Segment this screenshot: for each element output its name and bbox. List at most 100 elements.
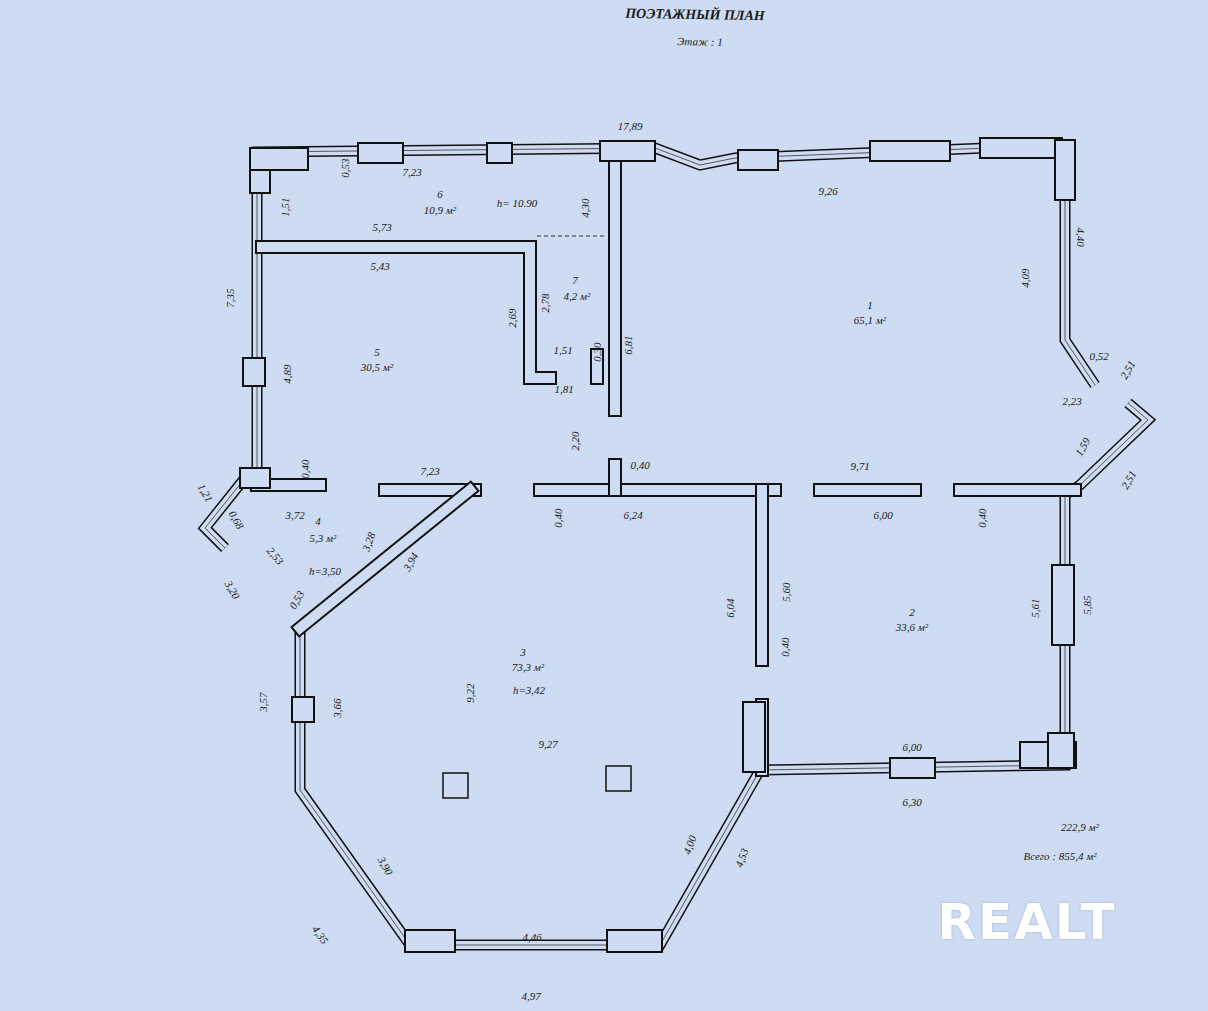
dimension-label: 3,20	[222, 579, 241, 601]
dimension-label: 65,1 м²	[854, 315, 886, 326]
wall-pier	[890, 758, 935, 778]
dimension-label: 6,00	[873, 510, 892, 521]
dimension-label: 2,69	[507, 308, 518, 327]
dimension-label: 9,22	[465, 683, 476, 702]
inner-wall	[608, 465, 622, 490]
inner-wall	[300, 490, 470, 628]
dimension-label: 4,53	[734, 847, 751, 869]
dimension-label: 6,24	[623, 510, 642, 521]
dimension-label: 6,81	[623, 335, 634, 354]
dimension-label: 7,23	[402, 167, 421, 178]
wall-pier	[743, 702, 765, 772]
column	[606, 766, 631, 791]
outer-wall-fill	[205, 145, 1095, 548]
wall-pier	[980, 138, 1062, 158]
dimension-label: 3,28	[361, 531, 378, 553]
dimension-label: 4,46	[522, 932, 541, 943]
inner-wall-fill	[960, 485, 1075, 495]
dimension-label: 2,51	[1118, 359, 1137, 381]
inner-wall-fill	[610, 465, 620, 490]
column	[443, 773, 468, 798]
dimension-label: h=3,50	[309, 566, 341, 577]
dimension-label: 9,26	[818, 186, 837, 197]
dimension-label: 0,40	[300, 459, 311, 478]
plan-title: ПОЭТАЖНЫЙ ПЛАН	[625, 6, 765, 24]
inner-wall-fill	[757, 490, 767, 660]
inner-wall	[608, 148, 622, 410]
outer-wall-fill	[300, 403, 1148, 945]
dimension-label: Этаж : 1	[677, 36, 723, 48]
dimension-label: 3,66	[332, 698, 343, 717]
wall-pier	[405, 930, 455, 952]
dimension-label: 0,52	[1089, 351, 1108, 362]
dimension-label: 2,20	[570, 431, 581, 450]
inner-wall	[755, 490, 769, 660]
inner-wall-fill	[610, 148, 620, 410]
wall-pier	[1055, 140, 1075, 200]
window-line	[300, 403, 1148, 945]
dimension-label: h=3,42	[513, 685, 545, 696]
wall-pier	[250, 148, 308, 170]
dimension-label: 2,23	[1062, 396, 1081, 407]
dimension-label: 222,9 м²	[1061, 822, 1099, 833]
inner-wall	[540, 483, 775, 497]
inner-wall	[820, 483, 915, 497]
dimension-label: 0,40	[780, 637, 791, 656]
dimension-label: 4,09	[1020, 268, 1031, 287]
dimension-label: 0,53	[287, 589, 306, 611]
wall-pier	[738, 150, 778, 170]
wall-pier	[1052, 565, 1074, 645]
wall-pier	[487, 143, 512, 163]
dimension-label: 5	[374, 347, 380, 358]
dimension-label: 6,00	[902, 742, 921, 753]
dimension-label: 0,53	[340, 158, 351, 177]
dimension-label: 1	[867, 300, 873, 311]
inner-wall	[960, 483, 1075, 497]
dimension-label: 0,40	[630, 460, 649, 471]
dimension-label: 0,40	[977, 508, 988, 527]
inner-wall-fill	[300, 490, 470, 628]
dimension-label: 0,68	[226, 509, 245, 531]
outer-wall	[205, 145, 1095, 548]
dimension-label: h= 10.90	[497, 198, 537, 209]
dimension-label: 1,21	[195, 482, 214, 504]
dimension-label: 5,60	[781, 582, 792, 601]
dimension-label: 33,6 м²	[896, 622, 928, 633]
dimension-label: 0,30	[592, 342, 603, 361]
inner-wall	[262, 247, 550, 378]
dimension-label: 0,40	[553, 508, 564, 527]
dimension-label: 2,53	[265, 545, 286, 567]
dimension-label: 5,3 м²	[310, 533, 337, 544]
dimension-label: 7	[572, 275, 578, 286]
wall-pier	[600, 141, 655, 161]
dimension-label: 4,00	[682, 834, 699, 856]
dimension-label: 3,94	[401, 551, 420, 573]
dimension-label: 4,97	[521, 991, 540, 1002]
dimension-label: 7,35	[225, 288, 236, 307]
dimension-label: 3,72	[285, 510, 304, 521]
wall-pier	[358, 143, 403, 163]
dimension-label: 3,57	[258, 692, 269, 711]
watermark: REALT	[937, 897, 1116, 947]
dimension-label: 3	[520, 647, 526, 658]
dimension-label: 1,81	[554, 384, 573, 395]
dimension-label: 4	[315, 516, 321, 527]
dimension-label: 6,04	[725, 598, 736, 617]
dimension-label: 4,40	[1075, 227, 1086, 246]
dimension-label: 10,9 м²	[424, 205, 456, 216]
wall-pier	[292, 697, 314, 722]
wall-pier	[240, 468, 270, 488]
dimension-label: 6,30	[902, 797, 921, 808]
wall-pier	[243, 358, 265, 386]
wall-pier	[870, 141, 950, 161]
dimension-label: 2,78	[540, 293, 551, 312]
dimension-label: 5,85	[1082, 595, 1093, 614]
inner-wall-fill	[262, 247, 550, 378]
outer-wall	[300, 403, 1148, 945]
dimension-label: 73,3 м²	[512, 662, 544, 673]
dimension-label: 1,59	[1073, 436, 1092, 458]
dimension-label: 2	[909, 607, 915, 618]
dimension-label: 9,71	[850, 461, 869, 472]
inner-wall-fill	[540, 485, 775, 495]
dimension-label: 4,2 м²	[564, 291, 591, 302]
